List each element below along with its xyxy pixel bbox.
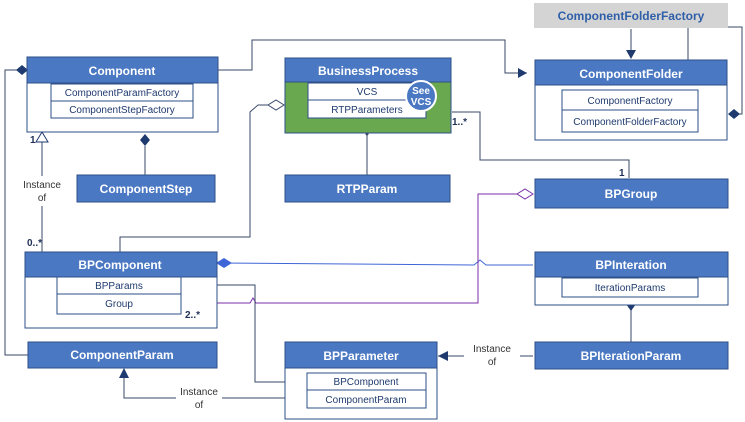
component-step-class[interactable]: ComponentStep <box>76 174 216 203</box>
instance-arrowhead-3 <box>119 368 129 378</box>
bpcomponent-to-bp-line <box>119 104 282 252</box>
see-vcs-badge-line1: See <box>412 86 430 97</box>
instance-arrowhead-1 <box>35 131 49 143</box>
bp-iteration-class[interactable]: BPInteration IterationParams <box>534 251 729 306</box>
see-vcs-badge[interactable]: See VCS <box>405 80 437 112</box>
bp-group-class[interactable]: BPGroup <box>534 178 729 209</box>
bp-parameter-title: BPParameter <box>323 349 399 363</box>
instance-of-label-3-line2: of <box>195 400 204 411</box>
component-folder-attr-folder-factory: ComponentFolderFactory <box>573 117 686 128</box>
bp-component-title: BPComponent <box>78 258 161 272</box>
bp-group-title: BPGroup <box>605 187 658 201</box>
component-title: Component <box>89 64 156 78</box>
relation-labels: 1 Instance of 0..* 1..* 1 2..* Instance … <box>18 117 625 412</box>
business-process-attr-vcs: VCS <box>357 87 378 98</box>
rtp-param-class[interactable]: RTPParam <box>284 174 451 203</box>
bpgroup-hollow-diamond <box>516 188 534 200</box>
rtp-param-title: RTPParam <box>337 182 398 196</box>
bpcomponent-blue-diamond <box>216 258 232 268</box>
bp-parameter-attr-componentparam: ComponentParam <box>325 395 406 406</box>
see-vcs-badge-line2: VCS <box>411 97 432 108</box>
folder-open-arrowhead <box>518 68 527 78</box>
component-left-diamond <box>16 65 28 75</box>
markers <box>16 50 740 378</box>
bpcomponent-to-iteration-line <box>217 259 533 266</box>
component-folder-factory-title: ComponentFolderFactory <box>558 9 705 23</box>
bp-component-class[interactable]: BPComponent BPParams Group <box>24 251 218 329</box>
component-folder-attr-factory: ComponentFactory <box>587 96 672 107</box>
multiplicity-bpcomponent-many: 0..* <box>27 238 42 249</box>
folder-self-diamond <box>728 109 740 119</box>
component-attr-param-factory: ComponentParamFactory <box>65 88 180 99</box>
multiplicity-bpgroup-one: 1 <box>619 168 625 179</box>
bp-iteration-param-title: BPIterationParam <box>581 349 682 363</box>
group-to-bpgroup-line <box>183 193 533 304</box>
instance-of-label-2-line2: of <box>488 357 497 368</box>
bp-parameter-class[interactable]: BPParameter BPComponent ComponentParam <box>284 341 438 420</box>
bp-iteration-param-class[interactable]: BPIterationParam <box>534 341 729 370</box>
component-to-folder-line <box>218 39 527 74</box>
business-process-title: BusinessProcess <box>318 64 418 78</box>
business-process-attr-rtp: RTPParameters <box>331 105 403 116</box>
multiplicity-bp-many: 1..* <box>452 117 467 128</box>
instance-of-label-2-line1: Instance <box>473 344 511 355</box>
bp-iteration-title: BPInteration <box>595 258 666 272</box>
bp-hollow-diamond <box>267 99 285 111</box>
component-step-title: ComponentStep <box>100 182 193 196</box>
component-param-title: ComponentParam <box>70 348 173 362</box>
component-folder-title: ComponentFolder <box>579 67 683 81</box>
bp-component-attr-group: Group <box>105 299 133 310</box>
component-class[interactable]: Component ComponentParamFactory Componen… <box>26 56 219 133</box>
factory-arrowhead <box>626 50 636 59</box>
instance-arrowhead-2 <box>438 351 448 361</box>
component-attr-step-factory: ComponentStepFactory <box>69 105 175 116</box>
bp-iteration-attr-params: IterationParams <box>595 283 666 294</box>
multiplicity-group-many: 2..* <box>185 310 200 321</box>
bp-to-bpgroup-line <box>452 111 630 178</box>
bpparams-to-bpparameter-line <box>183 284 307 383</box>
instance-of-label-3-line1: Instance <box>180 387 218 398</box>
bp-component-attr-bpparams: BPParams <box>95 281 143 292</box>
instance-of-label-1-line2: of <box>38 193 47 204</box>
component-step-diamond <box>140 134 150 146</box>
component-folder-factory-class[interactable]: ComponentFolderFactory <box>534 3 728 28</box>
bp-parameter-attr-bpcomponent: BPComponent <box>333 377 398 388</box>
bpparameter-to-componentparam-line <box>123 375 285 399</box>
component-folder-class[interactable]: ComponentFolder ComponentFactory Compone… <box>534 59 728 141</box>
instance-of-label-1-line1: Instance <box>23 180 61 191</box>
multiplicity-component-one: 1 <box>30 135 36 146</box>
component-param-class[interactable]: ComponentParam <box>27 341 218 369</box>
business-process-class[interactable]: BusinessProcess VCS RTPParameters See VC… <box>284 57 452 134</box>
